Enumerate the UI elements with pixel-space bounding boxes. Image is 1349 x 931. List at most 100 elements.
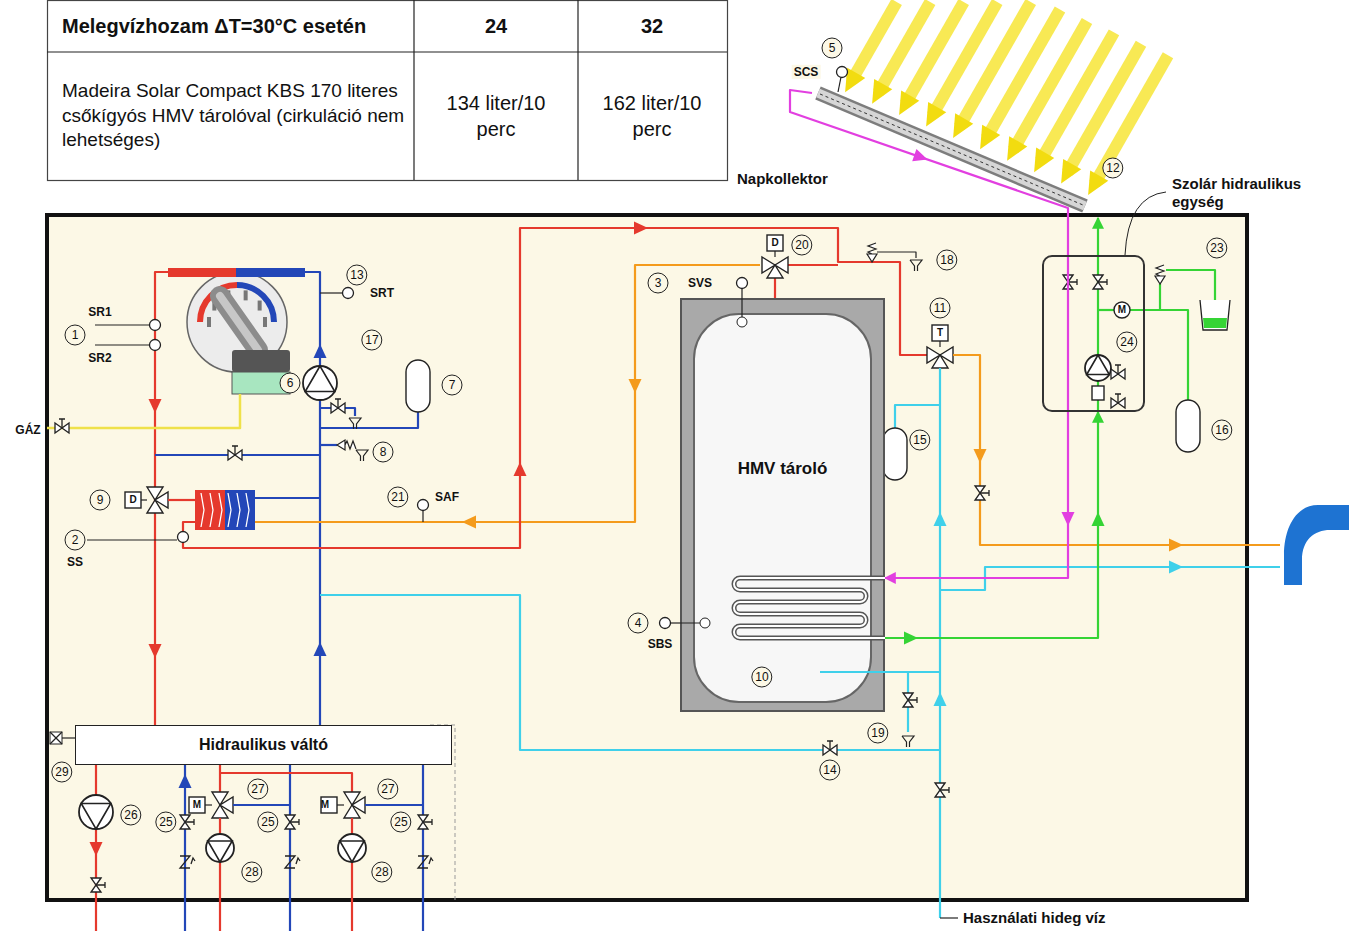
flow-arrow [890,90,919,120]
signal-label: SR2 [86,351,113,365]
table-cell: 32 [641,14,663,38]
pipe [205,804,212,805]
pipe [87,539,177,540]
callout-number: 18 [936,250,957,271]
pump-symbol [1085,355,1111,381]
table-cell: 162 liter/10 perc [582,90,722,142]
sensor-symbol [150,340,161,351]
burner-tube [220,296,258,350]
pump-symbol [79,795,113,829]
sensor-wire [680,298,742,623]
flow-arrow [149,644,162,658]
boiler-fin [263,317,267,327]
table-border [48,1,728,181]
pipe [95,344,150,345]
drain-funnel [356,450,368,461]
pipe [228,493,231,527]
safety-valve [867,243,877,262]
node-text: HMV tároló [735,458,830,479]
table-cell: Melegvízhozam ΔT=30°C esetén [62,14,366,38]
flow-arrow [1169,561,1183,574]
valve-symbol [1111,394,1125,408]
pump-triangle [340,841,364,862]
sun-ray [905,2,963,104]
flow-arrow [934,512,947,526]
pump-triangle [1087,355,1110,375]
node-text: Szolár hidraulikus egység [1172,175,1349,211]
pipe [233,804,290,806]
pipe [877,252,916,258]
valve-symbol [55,419,69,433]
collector-panel [818,93,1085,206]
sun-ray [986,10,1060,139]
callout-number: 8 [373,442,394,463]
sensor-symbol [660,618,671,629]
valve-symbol [1111,365,1125,379]
valve-symbol [903,693,917,707]
actuator-box [125,492,141,508]
node-text: Napkollektor [737,170,828,187]
valve-symbol [228,446,242,460]
flow-arrow [1052,159,1081,189]
valve-symbol [91,878,105,892]
plate-exchanger [225,490,255,530]
valve-stem [96,882,105,888]
flow-arrow [179,774,192,788]
callout-number: 2 [65,530,86,551]
tank-shell [681,299,884,711]
node-outline [812,82,1100,218]
flow-arrow [634,222,648,235]
pipe [289,765,291,931]
pump-symbol [206,834,234,862]
pipe [838,77,841,92]
pipe [320,292,343,293]
callout-number: 14 [819,760,840,781]
pipe [1130,310,1188,400]
collector-absorber [820,94,1083,205]
valve-stem [232,446,238,455]
valve-stem [1068,279,1077,285]
callout-number: 12 [1102,158,1123,179]
drain-funnel [349,418,361,429]
flow-arrow [863,79,892,109]
pipe [47,394,240,428]
valve-stem [59,419,65,428]
solar-collector: Napkollektor [812,82,1100,218]
flow-arrow [974,449,987,463]
pipe [320,408,355,416]
boiler-fin [244,290,248,300]
pipe [219,493,222,527]
three-way-valve [212,792,233,818]
pipe [220,773,352,792]
pump-triangle [305,366,335,392]
valve-symbol [975,486,989,500]
safety-valve [1155,265,1165,284]
valve-symbol [180,815,194,829]
sun-ray [1067,44,1141,173]
callout-number: 1 [65,325,86,346]
sensor-symbol [150,320,161,331]
flow-arrow [629,379,642,393]
signal-label: SS [65,555,85,569]
valve-stem [423,819,432,825]
flow-arrow [971,125,1000,155]
flow-arrow [1079,170,1108,200]
actuator-box [321,797,337,813]
valve-stem [1115,365,1121,374]
sun-ray [1013,21,1087,150]
pipe [413,0,414,180]
pipe [337,804,344,805]
valve-stem [185,819,194,825]
note-label: Használati hideg víz [963,909,1106,927]
pipe-connector [1097,218,1099,255]
tank-inner [694,314,871,702]
sun-ray [1040,32,1114,161]
signal-label: SCS [792,65,821,79]
collector-panel [818,93,1085,206]
water-tap [1284,505,1349,585]
callout-number: 19 [867,723,888,744]
callout-number: 25 [257,812,278,833]
table-cell: Madeira Solar Compact KBS 170 literes cs… [62,79,407,153]
pipe [939,341,940,347]
